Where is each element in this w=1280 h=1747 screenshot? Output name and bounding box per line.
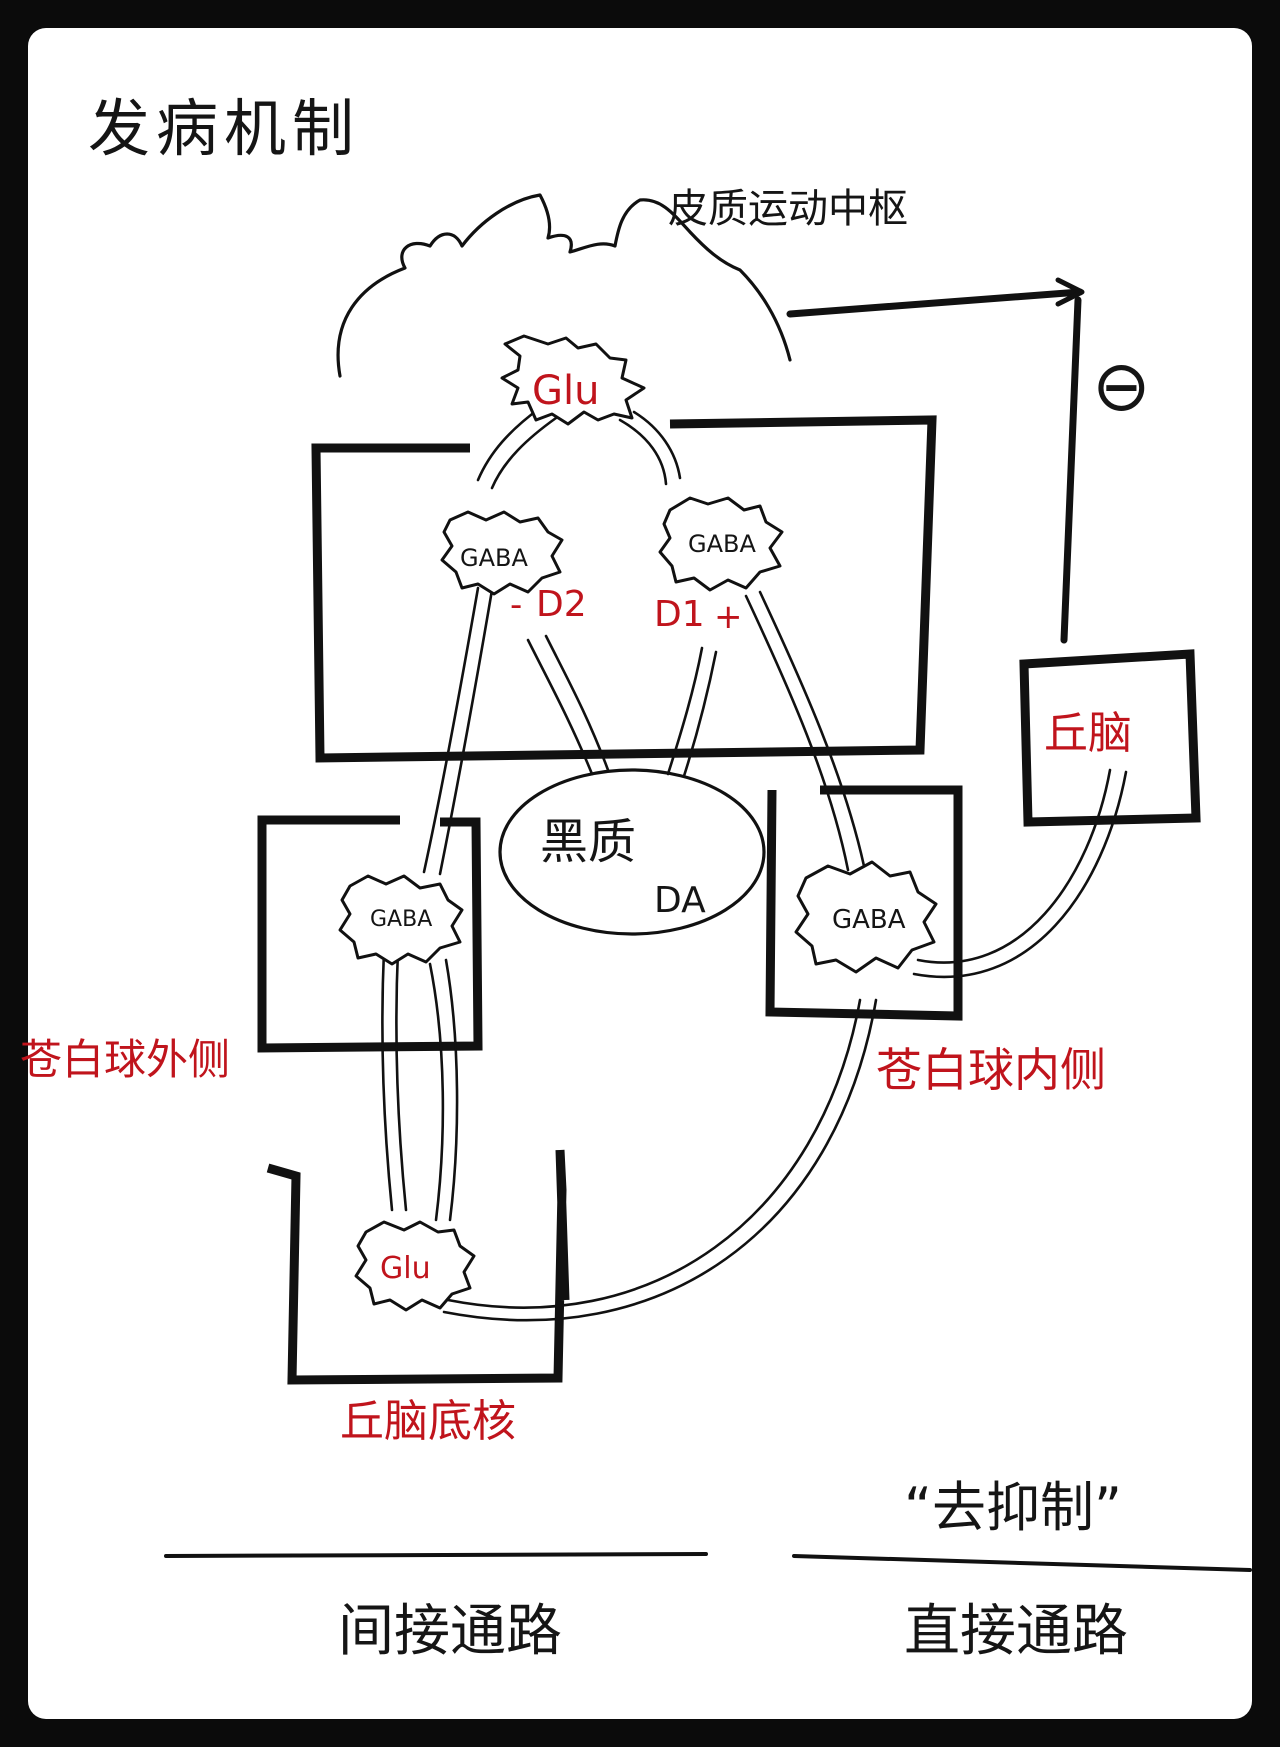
diagram-title: 发病机制 [88, 92, 360, 165]
neuron-striatum-direct [658, 496, 784, 592]
axon-sn-d2-b [544, 634, 610, 772]
cortex-label: 皮质运动中枢 [668, 186, 908, 232]
axon-stn-gpe [444, 958, 459, 1222]
neuron-striatum-indirect-label: GABA [460, 544, 528, 572]
neuron-stn [354, 1220, 476, 1312]
axon-str-gpe [422, 586, 480, 874]
gpi-box [765, 785, 963, 1021]
cortex-thalamus-line [786, 288, 1084, 318]
substantia-nigra-name: 黑质 [540, 814, 636, 870]
axon-cortex-right [632, 410, 682, 480]
axon-cortex-right-b [618, 418, 668, 486]
receptor-d2-label: D2 [536, 584, 587, 625]
arrow-head [1055, 277, 1085, 307]
axon-gpe-stn [381, 948, 394, 1212]
gpe-box [257, 815, 483, 1053]
footer-divider-left [164, 1552, 708, 1558]
stn-box [266, 1149, 570, 1385]
footer-disinhibition: “去抑制” [904, 1476, 1122, 1539]
neuron-striatum-indirect [440, 510, 564, 596]
receptor-d1-label: D1 [654, 594, 705, 635]
stn-label: 丘脑底核 [340, 1396, 516, 1447]
axon-stn-gpi [446, 998, 862, 1309]
neuron-gpe-label: GABA [370, 907, 432, 932]
axon-str-gpi-b [758, 590, 866, 868]
gpi-label: 苍白球内侧 [876, 1043, 1106, 1097]
thalamus-label: 丘脑 [1044, 708, 1132, 759]
axon-gpe-stn-b [395, 948, 408, 1212]
gpe-label: 苍白球外侧 [20, 1035, 230, 1084]
footer-indirect: 间接通路 [338, 1599, 562, 1664]
cortex-outline [336, 193, 792, 378]
sign-excite-d1: + [714, 597, 743, 637]
footer-divider-right [792, 1554, 1252, 1572]
neuron-striatum-direct-label: GABA [688, 530, 756, 558]
axon-cortex-left-b [490, 416, 558, 490]
axon-cortex-left [476, 406, 542, 482]
footer-direct: 直接通路 [904, 1599, 1128, 1664]
neuron-cortex-glu [500, 334, 646, 426]
axon-stn-gpe-b [428, 962, 445, 1222]
axon-stn-gpi-b [442, 998, 878, 1322]
axon-gpi-thal-b [912, 770, 1128, 979]
striatum-box [311, 415, 937, 763]
thalamus-cortex-line [1060, 296, 1082, 644]
neuron-gpi-label: GABA [832, 905, 906, 935]
neuron-stn-label: Glu [380, 1251, 431, 1286]
axon-sn-d1-b [682, 650, 718, 778]
paper-sheet [28, 28, 1252, 1719]
neuron-cortex-glu-label: Glu [532, 368, 599, 414]
axon-sn-d2 [526, 638, 594, 776]
output-sign: ⊖ [1092, 345, 1151, 427]
neuron-gpe [338, 874, 464, 966]
axon-str-gpi [744, 594, 850, 872]
neuron-gpi [794, 860, 938, 974]
substantia-nigra [498, 768, 766, 936]
axon-str-gpe-b [438, 588, 494, 876]
axon-gpi-thal [916, 768, 1112, 964]
sign-inhibit-d2: - [510, 585, 522, 625]
thalamus-box [1019, 649, 1201, 827]
axon-sn-d1 [666, 646, 704, 776]
substantia-nigra-transmitter: DA [654, 880, 706, 921]
